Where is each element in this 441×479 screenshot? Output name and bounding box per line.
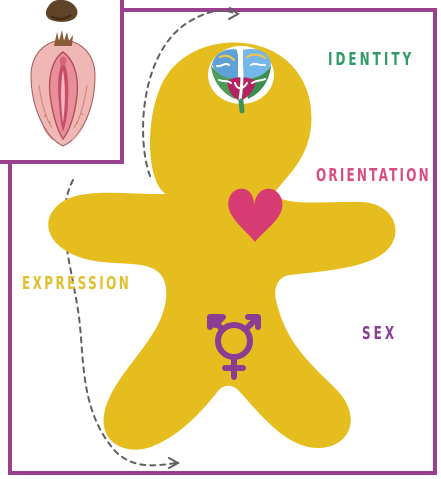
orientation-label: ORIENTATION — [316, 165, 431, 185]
identity-label: IDENTITY — [328, 49, 414, 69]
anatomy-inset — [0, 0, 124, 164]
top-dashed-arrow — [229, 8, 238, 19]
anatomy-illustration — [0, 0, 124, 164]
sex-label: SEX — [362, 323, 397, 343]
expression-label: EXPRESSION — [22, 273, 131, 293]
